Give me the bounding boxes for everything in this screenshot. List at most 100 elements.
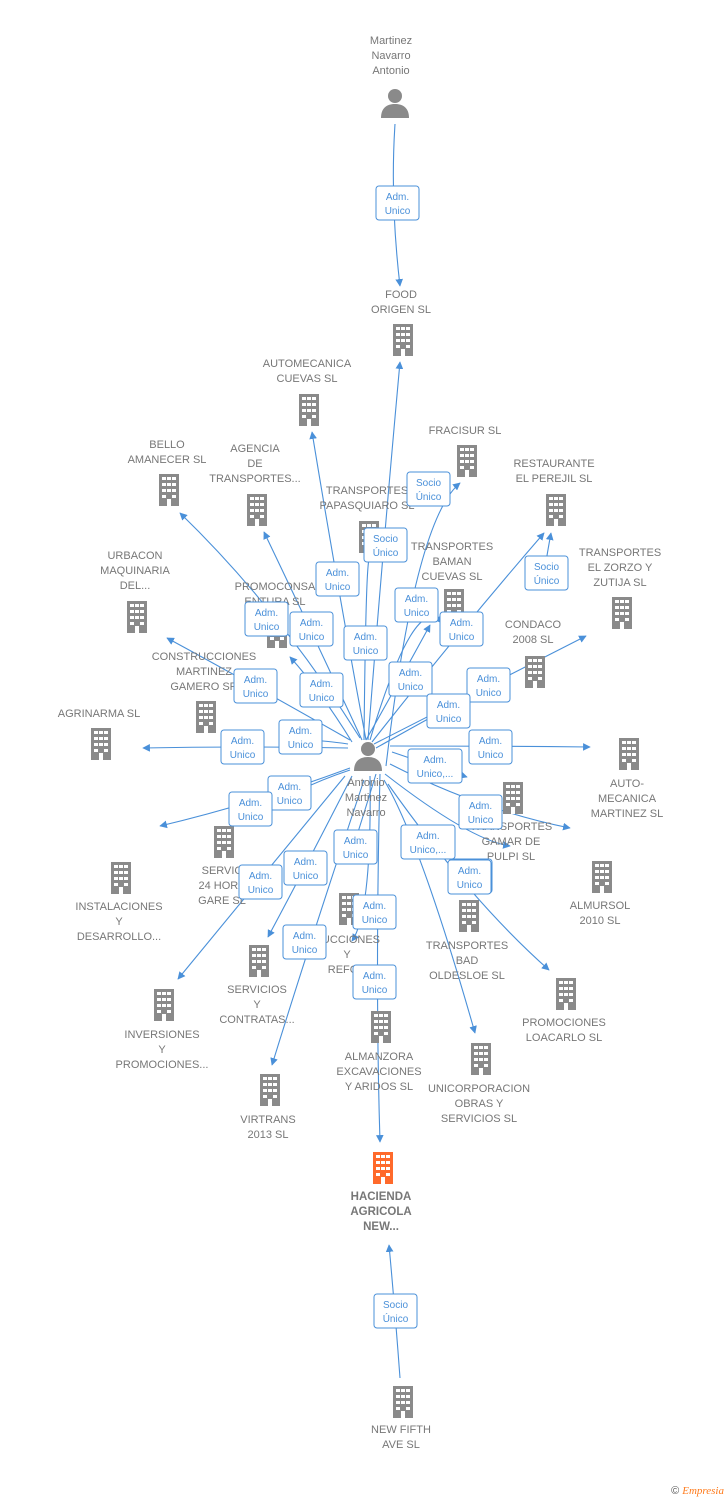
company-node-servcon[interactable]: SERVICIOSYCONTRATAS... (219, 945, 295, 1026)
node-label-line: ALMURSOL (570, 900, 631, 912)
company-node-hacienda[interactable]: HACIENDAAGRICOLANEW... (350, 1152, 412, 1233)
building-icon (459, 900, 479, 932)
node-label-line: 2013 SL (248, 1129, 289, 1141)
edge-role-label[interactable]: Adm.Unico (244, 601, 289, 637)
node-label-line: CUEVAS SL (422, 571, 483, 583)
building-icon (457, 445, 477, 477)
node-label-line: AUTO- (610, 778, 644, 790)
company-node-urbacon[interactable]: URBACONMAQUINARIADEL... (100, 550, 170, 633)
node-label-line: INVERSIONES (124, 1029, 199, 1041)
building-icon (619, 738, 639, 770)
brand-logo-text: Empresia (682, 1485, 724, 1497)
company-node-instal[interactable]: INSTALACIONESYDESARROLLO... (75, 862, 163, 943)
edge-label-text: Unico (254, 622, 280, 633)
node-label-line: TRANSPORTES... (209, 473, 300, 485)
company-node-virtrans[interactable]: VIRTRANS 2013 SL (240, 1074, 296, 1141)
node-label-line: Martinez (370, 35, 412, 47)
edge-role-label[interactable]: Adm.Unico (458, 794, 503, 830)
edge-label-text: Unico (449, 632, 475, 643)
node-label-line: OBRAS Y (455, 1098, 504, 1110)
copyright-credit[interactable]: © Empresia (671, 1485, 724, 1497)
company-node-fracisur[interactable]: FRACISUR SL (429, 425, 502, 477)
edge-label-text: Unico (309, 693, 335, 704)
node-label-line: MECANICA (598, 793, 657, 805)
edge-role-label[interactable]: Adm. Unico (299, 672, 344, 708)
company-node-invers[interactable]: INVERSIONESYPROMOCIONES... (116, 989, 209, 1071)
edge-role-label[interactable]: Adm.Unico (282, 924, 327, 960)
edge-role-label[interactable]: Adm.Unico (439, 611, 484, 647)
node-label-line: DESARROLLO... (77, 931, 161, 943)
edge-role-label[interactable]: Adm.Unico (233, 668, 278, 704)
edge-role-label[interactable]: Adm.Unico (388, 661, 433, 697)
node-label-line: ALMANZORA (345, 1051, 414, 1063)
edge-role-label[interactable]: Adm.Unico (333, 829, 378, 865)
edge-label-text: Adm. (399, 668, 422, 679)
node-label-line: Antonio (347, 777, 384, 789)
edge-role-label[interactable]: Adm.Unico (228, 791, 273, 827)
edge-role-label[interactable]: Adm.Unico (352, 894, 397, 930)
node-label-line: AGENCIA (230, 443, 280, 455)
person-icon (354, 742, 382, 771)
node-label-line: MARTINEZ (176, 666, 232, 678)
node-label-line: CONTRATAS... (219, 1014, 294, 1026)
edge-role-label[interactable]: Adm.Unico,... (400, 824, 456, 860)
edge-role-label[interactable]: Adm.Unico (283, 850, 328, 886)
company-node-agencia[interactable]: AGENCIADETRANSPORTES... (209, 443, 301, 526)
edge-label-text: Unico (292, 945, 318, 956)
edge-role-label[interactable]: Adm.Unico (394, 587, 439, 623)
edge-role-label[interactable]: Adm.Unico (375, 185, 420, 221)
node-label-line: Y (253, 999, 261, 1011)
edge-role-label[interactable]: Adm.Unico (447, 859, 492, 895)
building-icon (249, 945, 269, 977)
node-label-line: Y (343, 949, 351, 961)
building-icon (546, 494, 566, 526)
edge-role-label[interactable]: Adm.Unico (220, 729, 265, 765)
edge-role-label[interactable]: Adm.Unico (315, 561, 360, 597)
edge-role-label[interactable]: Adm.Unico (278, 719, 323, 755)
edge-label-text: Adm. (326, 568, 349, 579)
edge-label-text: Unico (436, 714, 462, 725)
building-icon (260, 1074, 280, 1106)
edge-role-label[interactable]: Adm.Unico (289, 611, 334, 647)
edge-role-label[interactable]: Adm.Unico (426, 693, 471, 729)
edge-role-label[interactable]: Adm.Unico (468, 729, 513, 765)
edge-role-label[interactable]: Adm.Unico (238, 864, 283, 900)
edge-role-label[interactable]: Adm.Unico (466, 667, 511, 703)
edge-role-label[interactable]: Adm.Unico (267, 775, 312, 811)
edge-label-text: Adm. (310, 679, 333, 690)
building-icon (371, 1011, 391, 1043)
node-label-line: BAD (456, 955, 479, 967)
company-node-agrinarma[interactable]: AGRINARMA SL (58, 708, 141, 760)
edge-role-label[interactable]: Adm.Unico (352, 964, 397, 1000)
edge-role-label[interactable]: Adm.Unico (343, 625, 388, 661)
edge-role-label[interactable]: Adm.Unico,... (407, 748, 463, 784)
building-icon (91, 728, 111, 760)
node-label-line: VIRTRANS (240, 1114, 295, 1126)
node-label-line: SERVIC (202, 865, 243, 877)
relation-edge (351, 775, 371, 942)
